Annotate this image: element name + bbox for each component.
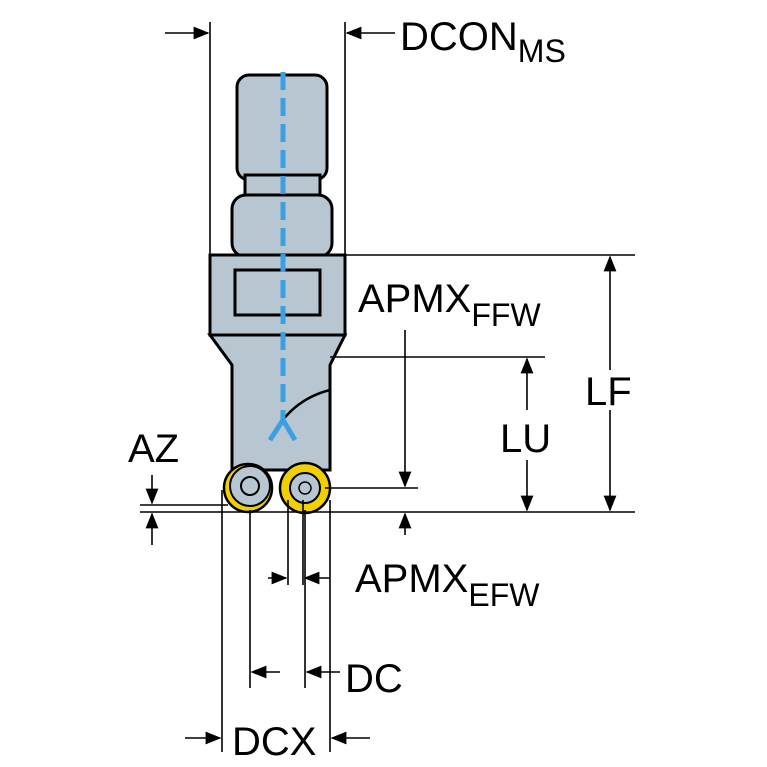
label-dcon: DCONMS [400, 15, 566, 69]
label-apmx-efw: APMXEFW [355, 557, 540, 613]
label-lf: LF [585, 370, 632, 414]
tool-body [207, 73, 348, 472]
label-dcx: DCX [232, 720, 316, 764]
label-dc: DC [345, 657, 403, 701]
label-apmx-ffw: APMXFFW [358, 277, 541, 333]
insert-left [222, 462, 274, 514]
dimension-lines [140, 22, 635, 752]
label-lu: LU [500, 417, 551, 461]
label-az: AZ [128, 427, 179, 471]
